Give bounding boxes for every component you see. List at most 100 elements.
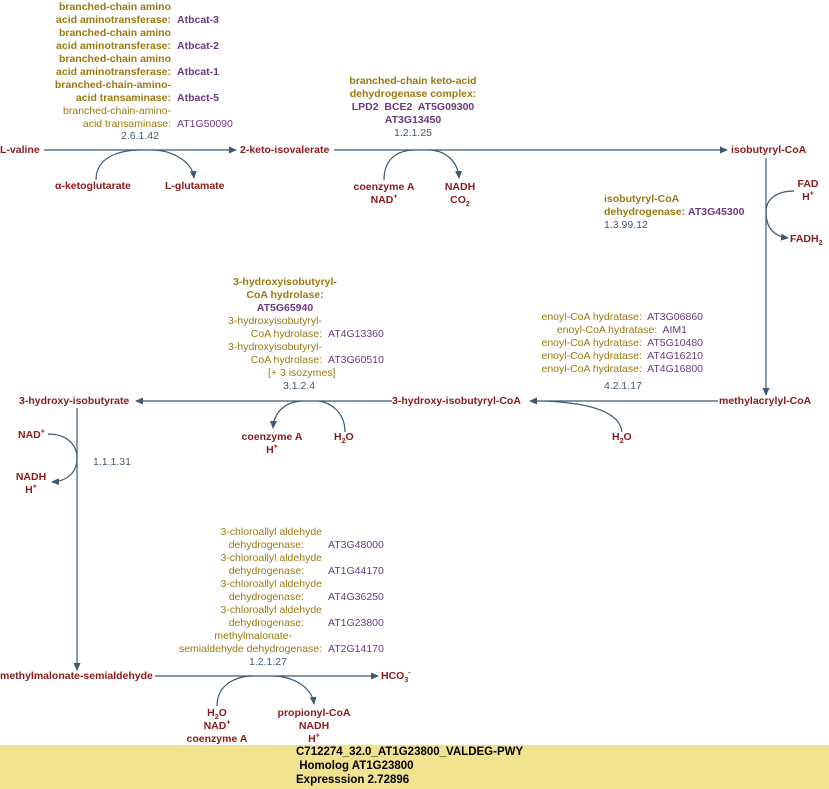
enzyme-entry[interactable]: 3-hydroxyisobutyryl- CoA hydrolase:AT4G1… — [200, 315, 390, 341]
enzyme-name[interactable]: dehydrogenase: — [604, 206, 686, 218]
gene-link[interactable]: AT1G50090 — [177, 118, 233, 130]
enzyme-entry[interactable]: enoyl-CoA hydratase: AT3G06860 — [500, 311, 703, 324]
compound-nad[interactable]: NAD+ — [18, 429, 45, 442]
arrow-r6-side — [47, 433, 78, 486]
enzyme-name: dehydrogenase: — [228, 617, 304, 629]
compound-h2o[interactable]: H2O — [182, 707, 252, 722]
compound-propionyl-coa[interactable]: propionyl-CoA — [277, 707, 351, 719]
compound-h[interactable]: H+ — [793, 191, 823, 204]
compound-h2o[interactable]: H2O — [612, 431, 632, 445]
ec-number[interactable]: 2.6.1.42 — [121, 130, 159, 142]
arrow-r2-side — [383, 149, 459, 180]
compound-nadh[interactable]: NADH — [444, 181, 476, 193]
enzyme-name: CoA hydrolase: — [250, 328, 322, 340]
compound-methylmalonate-semialdehyde[interactable]: methylmalonate-semialdehyde — [0, 670, 153, 682]
gene-link[interactable]: AT3G60510 — [328, 354, 384, 366]
compound-hco3[interactable]: HCO3- — [381, 670, 411, 685]
enzyme-entry[interactable]: branched-chain-amino- acid transaminase:… — [30, 105, 235, 131]
gene-link[interactable]: AT3G45300 — [688, 206, 745, 218]
compound-nad[interactable]: NAD+ — [350, 194, 418, 207]
gene-link[interactable]: AT4G16800 — [647, 363, 703, 375]
subscript: 2 — [341, 438, 346, 446]
more-isozymes-link[interactable]: [+ 3 isozymes] — [268, 367, 336, 379]
compound-l-glutamate[interactable]: L-glutamate — [165, 180, 225, 192]
compound-h2o[interactable]: H2O — [334, 431, 354, 446]
compound-3-hydroxy-isobutyrate[interactable]: 3-hydroxy-isobutyrate — [19, 395, 130, 407]
enzyme-name[interactable]: CoA hydrolase: — [246, 289, 324, 301]
gene-link[interactable]: AT2G14170 — [328, 643, 384, 655]
compound-methylacrylyl-coa[interactable]: methylacrylyl-CoA — [719, 395, 812, 407]
compound-h[interactable]: H+ — [14, 484, 48, 497]
enzyme-entry[interactable]: 3-chloroallyl aldehyde dehydrogenase:AT1… — [130, 552, 420, 578]
enzyme-name[interactable]: branched-chain keto-acid — [349, 75, 477, 87]
enzyme-entry[interactable]: 3-hydroxyisobutyryl- CoA hydrolase:AT3G6… — [200, 341, 390, 367]
enzyme-entry[interactable]: branched-chain amino acid aminotransfera… — [30, 27, 235, 53]
gene-link[interactable]: AT4G13360 — [328, 328, 384, 340]
ec-number[interactable]: 1.3.99.12 — [604, 219, 648, 231]
gene-link[interactable]: AT3G48000 — [328, 539, 384, 551]
enzyme-entry[interactable]: enoyl-CoA hydratase: AT4G16210 — [500, 350, 703, 363]
gene-link[interactable]: Atbcat-2 — [177, 40, 220, 52]
compound-nadh[interactable]: NADH — [298, 720, 330, 732]
h2o-o: O — [623, 431, 632, 443]
gene-link[interactable]: AIM1 — [662, 324, 687, 336]
enzyme-name[interactable]: isobutyryl-CoA — [604, 193, 680, 205]
fadh-label: FADH — [790, 233, 819, 245]
homolog-label: Homolog AT1G23800 — [296, 760, 414, 772]
gene-link[interactable]: Atbact-5 — [177, 92, 220, 104]
enzyme-block-r1: branched-chain amino acid aminotransfera… — [30, 1, 235, 131]
enzyme-entry[interactable]: 3-chloroallyl aldehyde dehydrogenase:AT1… — [130, 604, 420, 630]
compound-h[interactable]: H+ — [237, 444, 307, 457]
compound-2-keto-isovalerate[interactable]: 2-keto-isovalerate — [240, 144, 330, 156]
side-compounds-r7-in: H2O NAD+ coenzyme A — [182, 707, 252, 746]
gene-link[interactable]: AT1G44170 — [328, 565, 384, 577]
enzyme-name: enoyl-CoA hydratase: — [541, 363, 642, 375]
side-compounds-r3-in: FAD H+ — [793, 178, 823, 204]
enzyme-entry[interactable]: branched-chain amino acid aminotransfera… — [30, 53, 235, 79]
gene-link[interactable]: AT3G06860 — [647, 311, 703, 323]
enzyme-entry[interactable]: 3-chloroallyl aldehyde dehydrogenase:AT3… — [130, 526, 420, 552]
ec-number[interactable]: 4.2.1.17 — [604, 380, 642, 392]
compound-fadh2[interactable]: FADH2 — [790, 233, 823, 247]
compound-isobutyryl-coa[interactable]: isobutyryl-CoA — [731, 144, 807, 156]
gene-link[interactable]: AT4G16210 — [647, 350, 703, 362]
enzyme-entry[interactable]: enoyl-CoA hydratase: AIM1 — [500, 324, 703, 337]
compound-coenzyme-a[interactable]: coenzyme A — [186, 733, 248, 745]
arrow-r4-side — [544, 400, 623, 433]
enzyme-entry[interactable]: enoyl-CoA hydratase: AT5G10480 — [500, 337, 703, 350]
enzyme-entry[interactable]: branched-chain-amino- acid transaminase:… — [30, 79, 235, 105]
nad-label: NAD — [370, 194, 394, 206]
enzyme-entry[interactable]: 3-chloroallyl aldehyde dehydrogenase:AT4… — [130, 578, 420, 604]
ec-number[interactable]: 3.1.2.4 — [283, 380, 316, 392]
enzyme-entry[interactable]: branched-chain amino acid aminotransfera… — [30, 1, 235, 27]
compound-alpha-ketoglutarate[interactable]: α-ketoglutarate — [55, 180, 131, 192]
compound-nad[interactable]: NAD+ — [182, 720, 252, 733]
ec-number[interactable]: 1.2.1.27 — [249, 656, 287, 668]
ec-number[interactable]: 1.1.1.31 — [93, 456, 131, 468]
compound-coenzyme-a[interactable]: coenzyme A — [353, 181, 415, 193]
gene-link[interactable]: LPD2 BCE2 AT5G09300 — [351, 101, 475, 113]
enzyme-entry[interactable]: enoyl-CoA hydratase: AT4G16800 — [500, 363, 703, 376]
gene-link[interactable]: AT5G65940 — [256, 302, 314, 314]
compound-l-valine[interactable]: L-valine — [0, 144, 40, 156]
gene-link[interactable]: AT1G23800 — [328, 617, 384, 629]
enzyme-name[interactable]: 3-hydroxyisobutyryl- — [233, 276, 337, 288]
compound-co2[interactable]: CO2 — [440, 194, 480, 208]
enzyme-name[interactable]: dehydrogenase complex: — [349, 88, 477, 100]
ec-number[interactable]: 1.2.1.25 — [394, 127, 432, 139]
compound-fad[interactable]: FAD — [797, 178, 819, 190]
enzyme-name: branched-chain amino — [58, 27, 171, 39]
compound-h[interactable]: H+ — [274, 733, 354, 746]
compound-3-hydroxy-isobutyryl-coa[interactable]: 3-hydroxy-isobutyryl-CoA — [392, 395, 521, 407]
gene-link[interactable]: AT3G13450 — [384, 114, 442, 126]
gene-link[interactable]: Atbcat-1 — [177, 66, 220, 78]
compound-nadh[interactable]: NADH — [15, 471, 47, 483]
gene-link[interactable]: AT4G36250 — [328, 591, 384, 603]
enzyme-entry[interactable]: methylmalonate- semialdehyde dehydrogena… — [130, 630, 420, 656]
side-compounds-r2-out: NADH CO2 — [440, 181, 480, 208]
gene-link[interactable]: AT5G10480 — [647, 337, 703, 349]
compound-coenzyme-a[interactable]: coenzyme A — [241, 431, 303, 443]
gene-link[interactable]: Atbcat-3 — [177, 14, 220, 26]
enzyme-block-r2: branched-chain keto-acid dehydrogenase c… — [330, 75, 496, 140]
subscript: 2 — [214, 714, 219, 722]
